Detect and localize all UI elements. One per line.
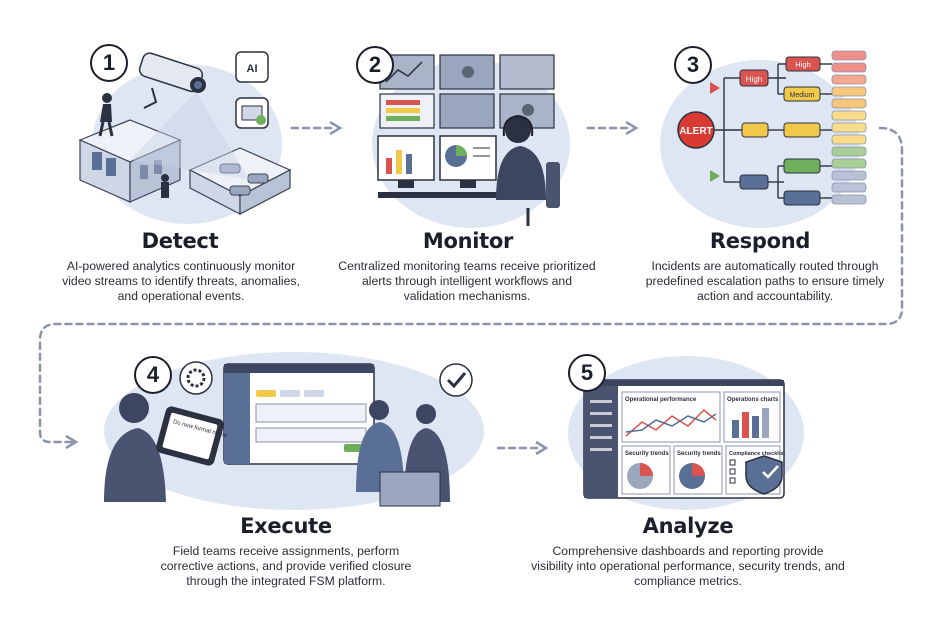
analyze-illustration: Operational performance Operations chart… xyxy=(583,379,785,499)
connector-2-3 xyxy=(586,120,639,136)
panel-title-compliance-checklist: Compliance checklist xyxy=(729,451,785,457)
step-2-description: Centralized monitoring teams receive pri… xyxy=(338,259,596,303)
step-2-title: Monitor xyxy=(422,229,514,253)
step-1-title: Detect xyxy=(141,229,219,253)
step-5-number: 5 xyxy=(568,354,606,392)
ai-chip-label: AI xyxy=(247,63,258,75)
panel-title-operational-performance: Operational performance xyxy=(625,397,697,403)
step-5-title: Analyze xyxy=(642,514,734,538)
step-4-number: 4 xyxy=(134,356,172,394)
step-3-number: 3 xyxy=(674,46,712,84)
detect-illustration: AI xyxy=(78,51,292,215)
execute-illustration: Do new format name xyxy=(104,361,473,507)
respond-illustration: ALERT High High Medium xyxy=(677,50,867,206)
high-label-primary: High xyxy=(746,75,762,84)
high-label-secondary: High xyxy=(795,60,810,69)
medium-label: Medium xyxy=(790,92,815,99)
panel-title-operations-charts: Operations charts xyxy=(727,397,779,403)
step-1-description: AI-powered analytics continuously monito… xyxy=(62,259,300,303)
connector-4-5 xyxy=(496,440,549,456)
step-3-description: Incidents are automatically routed throu… xyxy=(645,259,885,303)
step-1-number: 1 xyxy=(90,44,128,82)
panel-title-security-trends-2: Security trends xyxy=(677,451,721,457)
step-3-title: Respond xyxy=(709,229,811,253)
step-2-number: 2 xyxy=(356,46,394,84)
step-4-title: Execute xyxy=(240,514,332,538)
step-5-description: Comprehensive dashboards and reporting p… xyxy=(531,544,845,588)
panel-title-security-trends-1: Security trends xyxy=(625,451,669,457)
step-4-description: Field teams receive assignments, perform… xyxy=(160,544,412,588)
connector-1-2 xyxy=(290,120,343,136)
alert-label: ALERT xyxy=(679,126,712,137)
